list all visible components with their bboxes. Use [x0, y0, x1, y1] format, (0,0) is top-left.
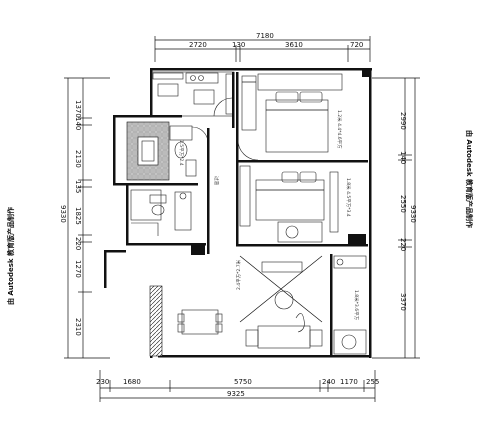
left-segment-8: 2310: [74, 318, 82, 336]
right-segment-2: 140: [399, 151, 407, 164]
left-watermark: 由 Autodesk 教育版产品制作: [6, 207, 15, 305]
corridor-label: 过道: [213, 176, 220, 185]
bottom-overall-dimension: 9325: [227, 390, 245, 398]
bottom-segment-2: 1680: [123, 378, 141, 386]
top-dimension-lines: [154, 36, 371, 62]
right-segment-5: 3370: [399, 293, 407, 311]
bottom-segment-3: 5750: [234, 378, 252, 386]
top-segment-2: 130: [232, 41, 245, 49]
left-segment-1: 1370: [74, 100, 82, 118]
left-segment-4: 135: [74, 180, 82, 193]
left-segment-5: 1825: [74, 207, 82, 225]
top-segment-1: 2720: [189, 41, 207, 49]
top-overall-dimension: 7180: [256, 32, 274, 40]
bottom-segment-1: 230: [96, 378, 109, 386]
left-segment-7: 1270: [74, 260, 82, 278]
bedroom1-note: 1.2米 4.4*4.6平方: [336, 110, 343, 149]
bedroom2-note: 1.8米 4.5平方*3.4: [345, 178, 352, 217]
right-segment-4: 220: [399, 238, 407, 251]
bathroom-1: 1.5平方*2.4: [113, 115, 209, 186]
left-segment-6: 220: [74, 237, 82, 250]
balcony: 1.8米*3.6平方: [330, 254, 367, 357]
bottom-segment-5: 1170: [340, 378, 358, 386]
top-segment-3: 3610: [285, 41, 303, 49]
left-overall-dimension: 9330: [59, 205, 67, 223]
right-segment-1: 2990: [399, 112, 407, 130]
balcony-note: 1.8米*3.6平方: [353, 290, 360, 321]
right-segment-3: 2550: [399, 195, 407, 213]
kitchen: [151, 71, 235, 128]
left-dimension-texts: 1370 140 2130 135 1825 220 1270 2310 933…: [59, 100, 82, 336]
bathroom-2: [126, 185, 206, 255]
bedroom-2: 1.8米 4.5平方*3.4: [236, 162, 368, 247]
corridor: 过道: [207, 72, 259, 254]
top-segment-4: 720: [350, 41, 363, 49]
bedroom-1: 1.2米 4.4*4.6平方: [236, 73, 368, 163]
right-dimension-lines: [372, 77, 420, 359]
left-segment-2: 140: [74, 117, 82, 130]
bottom-segment-4: 240: [322, 378, 335, 386]
living-dining: 2.4平方*2.7米: [149, 255, 323, 357]
right-overall-dimension: 9330: [409, 205, 417, 223]
bottom-dimension-lines: [99, 370, 376, 402]
right-watermark: 由 Autodesk 教育版产品制作: [465, 130, 474, 228]
bath1-note: 1.5平方*2.4: [178, 140, 185, 166]
right-dimension-texts: 2990 140 2550 220 3370 9330: [399, 112, 417, 311]
left-segment-3: 2130: [74, 150, 82, 168]
living-note: 2.4平方*2.7米: [235, 259, 242, 290]
bottom-segment-6: 255: [366, 378, 379, 386]
left-dimension-lines: [64, 77, 110, 359]
